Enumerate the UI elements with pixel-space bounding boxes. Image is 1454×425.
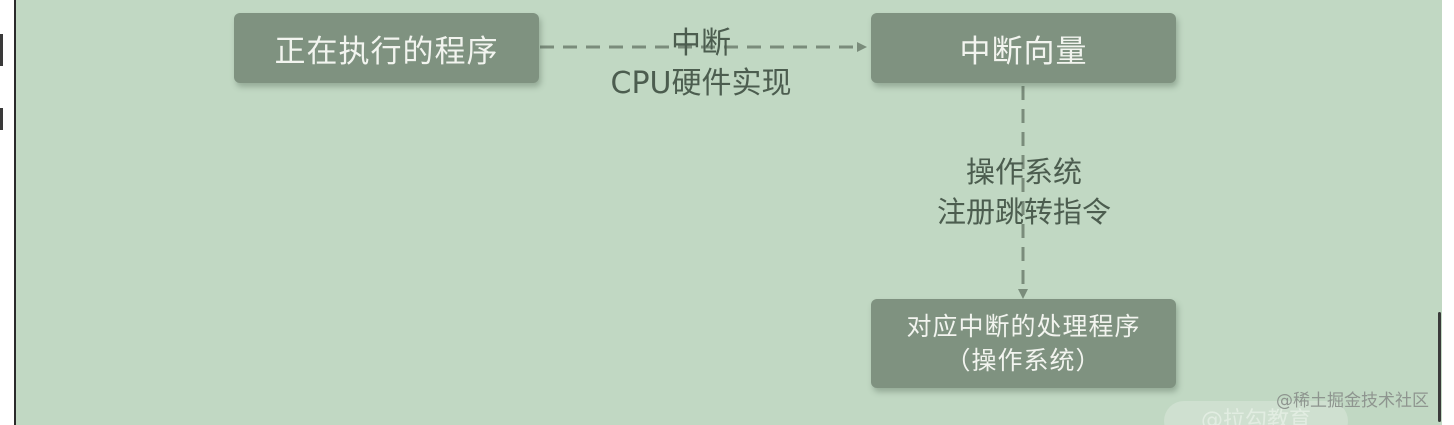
diagram-connectors bbox=[540, 42, 1028, 299]
watermark-pill-text: @拉勾教育 bbox=[1200, 408, 1311, 425]
node-interrupt-vector-label: 中断向量 bbox=[959, 33, 1088, 70]
gutter-mark-top bbox=[0, 34, 3, 66]
gutter-mark-bottom bbox=[0, 108, 3, 130]
edge-label-interrupt-line1: 中断 bbox=[671, 26, 731, 61]
vertical-scrollbar[interactable] bbox=[1438, 312, 1441, 422]
left-gutter bbox=[0, 0, 16, 425]
watermark-pill: @拉勾教育 bbox=[1164, 401, 1348, 425]
edge-label-vector: 操作系统 注册跳转指令 bbox=[909, 152, 1139, 232]
node-interrupt-vector: 中断向量 bbox=[871, 13, 1176, 83]
right-strip bbox=[1442, 0, 1454, 425]
watermark-community: @稀土掘金技术社区 bbox=[1276, 391, 1429, 411]
node-running-program: 正在执行的程序 bbox=[234, 13, 539, 83]
node-running-program-label: 正在执行的程序 bbox=[274, 33, 499, 70]
node-interrupt-handler: 对应中断的处理程序 （操作系统） bbox=[871, 299, 1176, 388]
diagram-canvas: 正在执行的程序 中断向量 对应中断的处理程序 （操作系统） 中断 CPU硬件实现… bbox=[16, 0, 1442, 425]
edge-label-vector-line1: 操作系统 bbox=[965, 155, 1082, 189]
left-border bbox=[14, 0, 16, 425]
edge-label-interrupt-line2: CPU硬件实现 bbox=[610, 66, 792, 101]
node-interrupt-handler-label-line2: （操作系统） bbox=[945, 345, 1102, 375]
edge-label-interrupt: 中断 CPU硬件实现 bbox=[601, 24, 801, 104]
edge-label-vector-line2: 注册跳转指令 bbox=[936, 195, 1111, 229]
node-interrupt-handler-label-line1: 对应中断的处理程序 bbox=[906, 311, 1141, 341]
